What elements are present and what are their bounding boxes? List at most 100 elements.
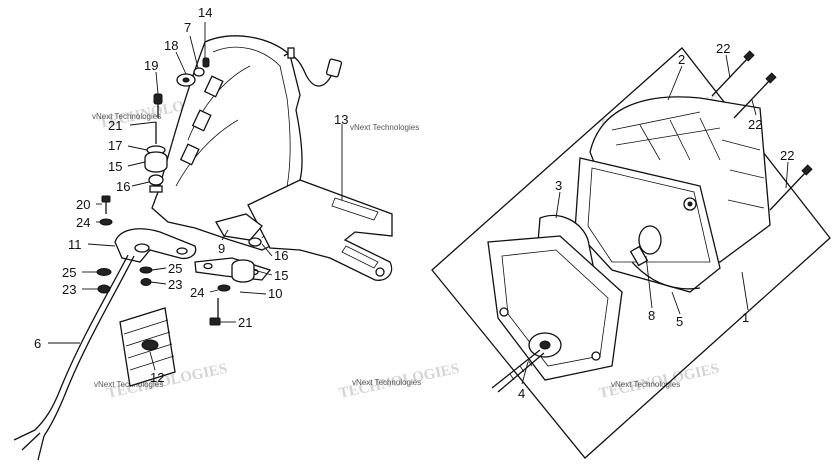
- base-plate-grommet-hole: [539, 340, 551, 350]
- tail-bracket: [247, 179, 393, 281]
- stud-plate-hole: [203, 262, 213, 270]
- lamp-cord: [497, 352, 545, 393]
- part-label-6: 6: [34, 336, 41, 351]
- mount-plate-hole: [134, 243, 150, 253]
- part-label-9: 9: [218, 241, 225, 256]
- part-label-8: 8: [648, 308, 655, 323]
- base-plate-hole: [499, 307, 509, 317]
- part-label-19: 19: [144, 58, 158, 73]
- part-label-20: 20: [76, 197, 90, 212]
- part-label-25b: 25: [168, 261, 182, 276]
- bracket-slot: [341, 245, 379, 269]
- watermark-text: vNext Technologies: [94, 380, 163, 389]
- part-label-4: 4: [518, 386, 525, 401]
- screw-head: [153, 93, 163, 105]
- part-label-21: 21: [108, 118, 122, 133]
- wire-grommet: [287, 47, 295, 59]
- mount-plate: [114, 228, 197, 263]
- wire-harness: [34, 254, 129, 431]
- lens-screw-head: [743, 50, 755, 62]
- part-label-23: 23: [62, 282, 76, 297]
- bracket-slot: [331, 197, 379, 221]
- cushion-rubber: [144, 151, 168, 173]
- tail-light-assembly: [431, 47, 831, 459]
- collar: [148, 174, 164, 186]
- washer: [99, 218, 113, 226]
- bracket-plate: [215, 213, 263, 241]
- collar: [248, 237, 262, 247]
- lens-pattern: [639, 117, 721, 161]
- part-label-16: 16: [116, 179, 130, 194]
- bracket-hole: [375, 267, 385, 277]
- part-label-13: 13: [334, 112, 348, 127]
- part-label-18: 18: [164, 38, 178, 53]
- watermark-text: vNext Technologies: [352, 378, 421, 387]
- cushion-rubber: [231, 259, 255, 283]
- fender-rib: [175, 119, 239, 187]
- fender-slot: [203, 75, 224, 98]
- nut: [140, 278, 152, 286]
- rear-fender-assembly: [13, 35, 393, 461]
- bolt-head: [209, 317, 221, 326]
- part-label-15: 15: [108, 159, 122, 174]
- lens-screw-head: [765, 72, 777, 84]
- part-label-5: 5: [676, 314, 683, 329]
- part-number-labels: 14 7 18 19 21 17 15 16 20 24 11 25 23 6 …: [34, 5, 794, 401]
- nut: [202, 57, 210, 68]
- wire-harness: [43, 255, 135, 437]
- lamp-cord: [491, 349, 541, 389]
- wire-end: [37, 435, 45, 461]
- part-label-12: 12: [150, 370, 164, 385]
- corrugated-grommet: [119, 307, 176, 387]
- lens-screw-head: [801, 164, 813, 176]
- leader-lines: [48, 22, 789, 385]
- part-label-3: 3: [555, 178, 562, 193]
- bulb-socket: [629, 245, 649, 267]
- part-label-17: 17: [108, 138, 122, 153]
- body-inner-rim: [587, 167, 711, 263]
- wire-connector: [325, 58, 343, 78]
- washer: [139, 266, 153, 274]
- part-label-7: 7: [184, 20, 191, 35]
- part-label-24b: 24: [190, 285, 204, 300]
- watermark-text: vNext Technologies: [350, 123, 419, 132]
- socket-wire: [631, 261, 701, 290]
- mount-plate-hole: [176, 247, 188, 255]
- fender-slot: [191, 109, 212, 132]
- bolt-head: [101, 195, 111, 203]
- fender-rib: [187, 65, 251, 141]
- part-label-11: 11: [68, 237, 82, 252]
- bulb: [638, 225, 662, 255]
- part-label-15b: 15: [274, 268, 288, 283]
- base-plate-hole: [591, 351, 601, 361]
- collar-base: [149, 185, 163, 193]
- part-label-21b: 21: [238, 315, 252, 330]
- watermark-text: vNext Technologies: [611, 380, 680, 389]
- wire-end: [13, 429, 36, 441]
- part-label-22c: 22: [780, 148, 794, 163]
- lens-screw: [769, 171, 807, 211]
- part-label-1: 1: [742, 310, 749, 325]
- part-label-16b: 16: [274, 248, 288, 263]
- lens-screw: [733, 79, 771, 119]
- part-label-2: 2: [678, 52, 685, 67]
- assembly-outline: [431, 47, 831, 459]
- base-plate: [487, 235, 623, 381]
- part-label-14: 14: [198, 5, 212, 20]
- part-label-25: 25: [62, 265, 76, 280]
- lens-pattern: [611, 111, 765, 209]
- lamp-cord-stripes: [509, 359, 533, 381]
- part-label-22b: 22: [748, 117, 762, 132]
- watermark-text: vNext Technologies: [92, 112, 161, 121]
- body-screw-hole: [687, 201, 693, 207]
- grommet-hole: [182, 77, 190, 83]
- collar: [193, 67, 205, 77]
- part-label-22a: 22: [716, 41, 730, 56]
- fender-slot: [179, 143, 200, 166]
- part-label-23b: 23: [168, 277, 182, 292]
- washer: [96, 268, 112, 276]
- part-label-10: 10: [268, 286, 282, 301]
- washer: [217, 284, 231, 292]
- wire-end: [21, 432, 41, 451]
